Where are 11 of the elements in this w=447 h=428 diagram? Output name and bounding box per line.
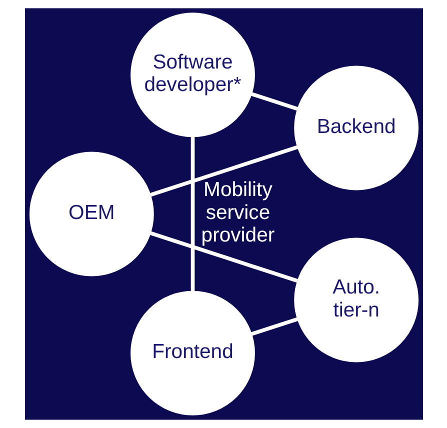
node-circle: Auto. tier-n — [294, 238, 418, 362]
node-circle: Frontend — [130, 290, 254, 416]
connector — [149, 231, 298, 283]
connector — [190, 136, 194, 292]
node-circle: OEM — [28, 152, 154, 276]
node-text: Mobility service provider — [200, 178, 274, 247]
node-circle: Backend — [294, 66, 418, 190]
connector — [250, 317, 298, 336]
node-circle: Software developer* — [130, 12, 254, 138]
connector — [150, 145, 298, 197]
connector — [250, 92, 298, 111]
